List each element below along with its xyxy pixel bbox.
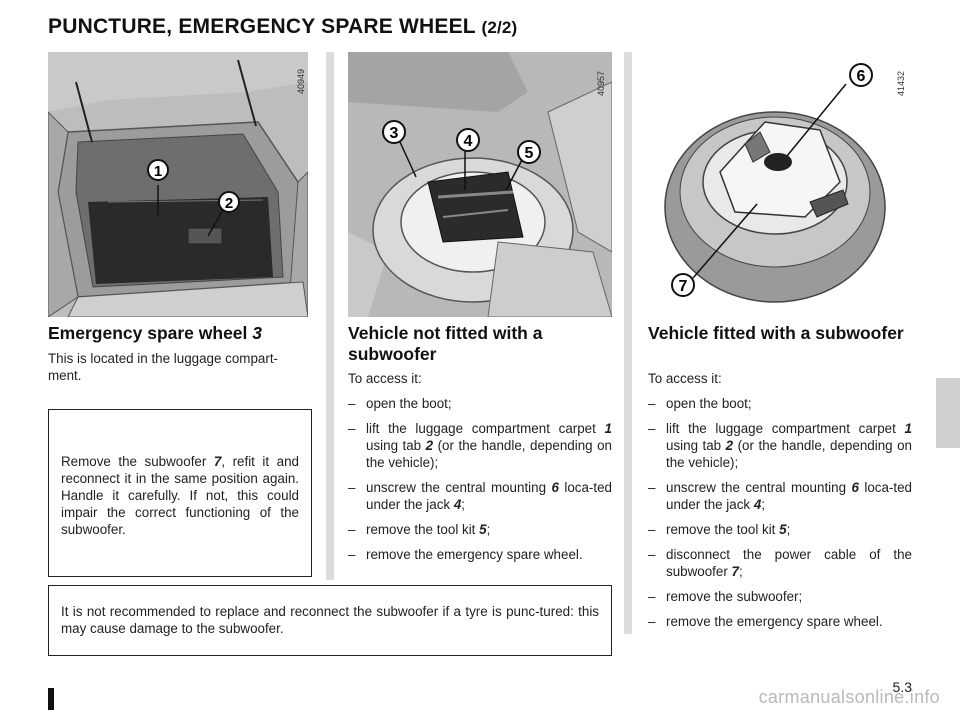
callout-2: 2 xyxy=(218,191,240,213)
callout-1: 1 xyxy=(147,159,169,181)
notice-subwoofer-refit: Remove the subwoofer 7, refit it and rec… xyxy=(48,409,312,577)
page-number: 5.3 xyxy=(892,679,912,695)
svg-text:3: 3 xyxy=(390,125,399,142)
heading-fitted-subwoofer: Vehicle fitted with a subwoofer xyxy=(648,323,904,343)
luggage-compartment-illustration: 1 2 xyxy=(48,52,308,317)
callout-6: 6 xyxy=(849,63,873,87)
step-item: – remove the tool kit 5; xyxy=(348,522,491,537)
callout-3: 3 xyxy=(382,120,406,144)
heading-not-fitted-subwoofer: Vehicle not fitted with a subwoofer xyxy=(348,323,543,364)
page-title: PUNCTURE, EMERGENCY SPARE WHEEL (2/2) xyxy=(48,15,517,39)
page-title-main: PUNCTURE, EMERGENCY SPARE WHEEL xyxy=(48,15,476,38)
step-item: – remove the subwoofer; xyxy=(648,589,803,604)
step-item: – open the boot; xyxy=(648,396,752,411)
heading-emergency-spare-wheel: Emergency spare wheel 3 xyxy=(48,323,263,343)
figure-code: 40949 xyxy=(296,68,306,94)
figure-luggage-compartment: 1 2 40949 xyxy=(48,52,308,317)
step-item: – unscrew the central mounting 6 loca-te… xyxy=(648,480,913,512)
step-item: – lift the luggage compartment carpet 1 … xyxy=(348,421,612,470)
figure-spare-wheel-well: 3 4 5 40957 xyxy=(348,52,612,317)
callout-5: 5 xyxy=(517,140,541,164)
figure-spare-wheel-subwoofer: 6 7 41432 xyxy=(645,52,909,317)
svg-text:2: 2 xyxy=(225,195,233,212)
step-item: – unscrew the central mounting 6 loca-te… xyxy=(348,480,613,512)
callout-4: 4 xyxy=(456,128,480,152)
notice-tyre-punctured: It is not recommended to replace and rec… xyxy=(48,585,612,656)
step-item: – disconnect the power cable of the subw… xyxy=(648,547,912,579)
step-item: – open the boot; xyxy=(348,396,452,411)
figure-code: 41432 xyxy=(896,70,906,96)
figure-code: 40957 xyxy=(596,70,606,96)
svg-text:7: 7 xyxy=(679,278,688,295)
callout-7: 7 xyxy=(671,273,695,297)
spare-wheel-subwoofer-illustration: 6 7 xyxy=(645,52,909,317)
column1-body: This is located in the luggage compart-m… xyxy=(48,351,278,383)
step-item: – remove the emergency spare wheel. xyxy=(648,614,883,629)
corner-mark xyxy=(48,688,54,710)
svg-text:5: 5 xyxy=(525,145,534,162)
column-divider-1 xyxy=(326,52,334,580)
column2-steps: – open the boot; – lift the luggage comp… xyxy=(348,395,612,563)
svg-text:4: 4 xyxy=(464,133,473,150)
spare-wheel-well-illustration: 3 4 5 xyxy=(348,52,612,317)
column2-body: To access it: – open the boot; – lift th… xyxy=(348,371,613,563)
ref-3: 3 xyxy=(252,323,263,343)
column-divider-2 xyxy=(624,52,632,634)
column3-steps: – open the boot; – lift the luggage comp… xyxy=(648,395,912,630)
step-item: – lift the luggage compartment carpet 1 … xyxy=(648,421,912,470)
step-item: – remove the emergency spare wheel. xyxy=(348,547,583,562)
svg-text:1: 1 xyxy=(154,163,162,180)
page-title-part: (2/2) xyxy=(481,18,518,37)
column3-body: To access it: – open the boot; – lift th… xyxy=(648,371,913,630)
watermark: carmanualsonline.info xyxy=(758,687,940,707)
step-item: – remove the tool kit 5; xyxy=(648,522,791,537)
svg-text:6: 6 xyxy=(857,68,866,85)
section-thumb-tab xyxy=(936,378,960,448)
